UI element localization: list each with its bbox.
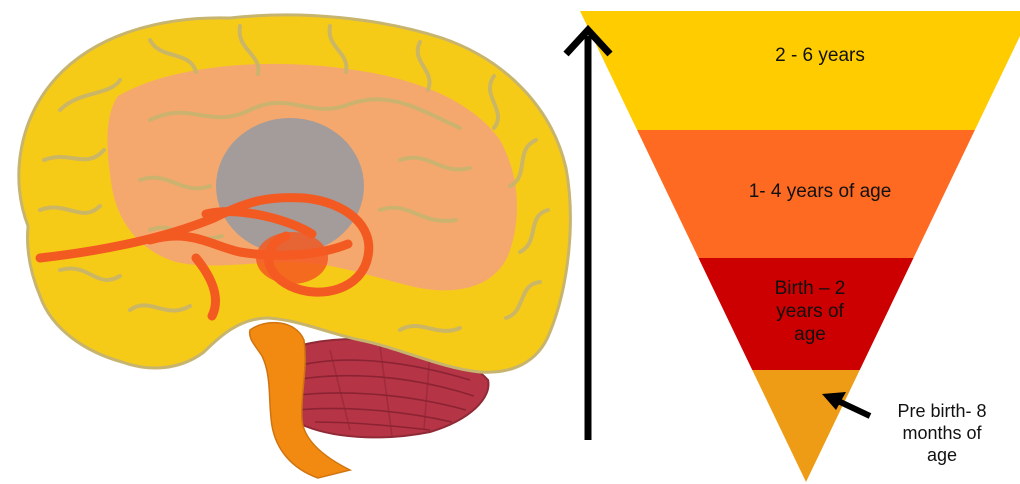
label-line: 2 - 6 years xyxy=(720,44,920,68)
triangle-layer-bottom xyxy=(752,370,859,482)
label-line: age xyxy=(862,445,1020,467)
label-line: 1- 4 years of age xyxy=(690,180,950,204)
up-arrow-icon xyxy=(566,30,610,440)
layer-label-upper: 1- 4 years of age xyxy=(690,180,950,204)
label-line: months of xyxy=(862,423,1020,445)
label-line: age xyxy=(740,323,880,346)
brain-illustration xyxy=(19,15,571,478)
label-line: Birth – 2 xyxy=(740,277,880,300)
label-line: Pre birth- 8 xyxy=(862,401,1020,423)
hippocampus xyxy=(256,232,328,284)
layer-label-top: 2 - 6 years xyxy=(720,44,920,68)
triangle-layer-top xyxy=(580,11,1020,130)
label-line: years of xyxy=(740,300,880,323)
